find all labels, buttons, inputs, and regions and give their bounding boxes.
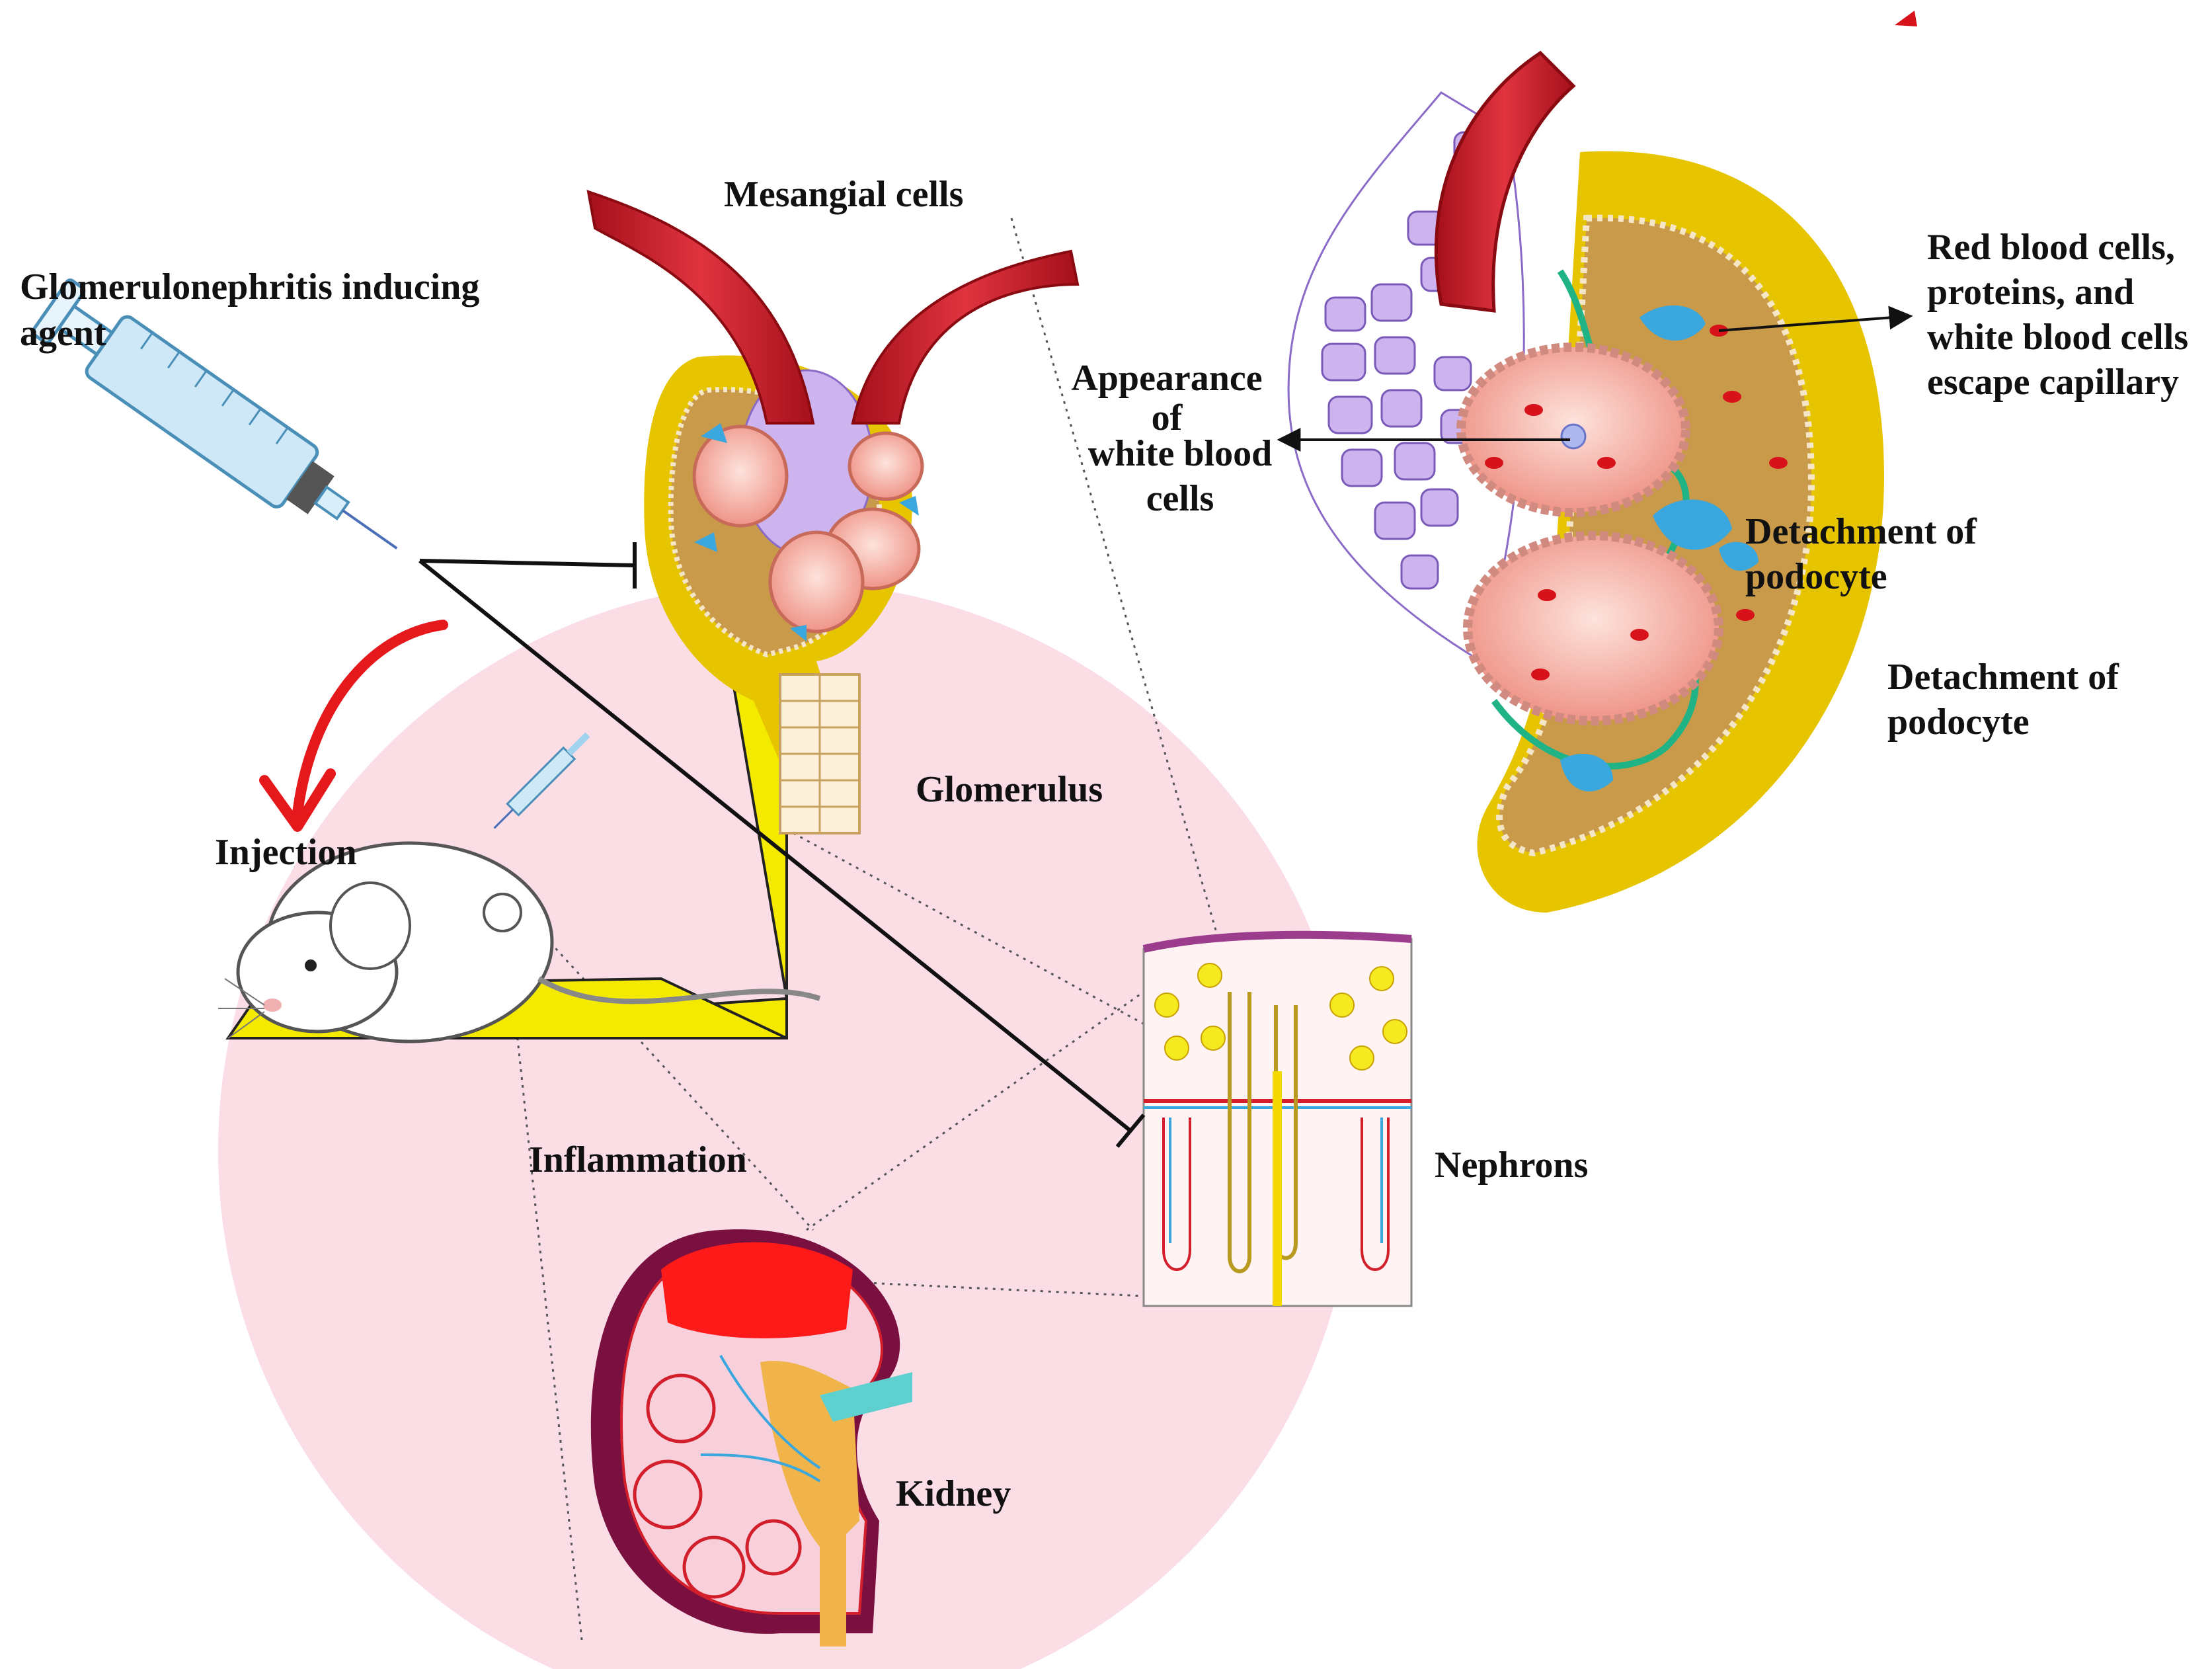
- kidney-icon: [590, 1229, 912, 1647]
- escape-label-line2: proteins, and: [1927, 272, 2135, 313]
- kidney-label: Kidney: [896, 1473, 1011, 1514]
- agent-label-line1: Glomerulonephritis inducing: [20, 266, 480, 307]
- glomerulus-zoom-icon: [1287, 50, 1884, 913]
- detachment-label-1-line1: Detachment of: [1745, 511, 1977, 552]
- inflammation-label: Inflammation: [529, 1139, 747, 1180]
- mesangial-label: Mesangial cells: [724, 174, 964, 215]
- detachment-label-2-line2: podocyte: [1887, 702, 2030, 743]
- appearance-label-line3: white blood: [1087, 433, 1273, 474]
- detachment-label-1-line2: podocyte: [1745, 556, 1887, 597]
- nephron-icon: [1142, 930, 1413, 1307]
- injection-arrow: [259, 620, 448, 832]
- mouse-icon: [218, 732, 821, 1043]
- escape-arrow: [1718, 305, 1913, 332]
- appearance-label-line4: cells: [1146, 478, 1214, 519]
- syringe-icon: [31, 278, 398, 550]
- detachment-label-2-line1: Detachment of: [1887, 657, 2119, 698]
- escape-label-line3: white blood cells: [1927, 317, 2189, 358]
- appearance-label-line2: of: [1151, 397, 1183, 438]
- corner-mark: [1895, 11, 1917, 26]
- glomerulus-icon: [586, 190, 1080, 834]
- escape-label-line4: escape capillary: [1927, 362, 2180, 403]
- nephrons-label: Nephrons: [1435, 1145, 1589, 1186]
- injection-label: Injection: [215, 832, 357, 873]
- inhibition-lines: [418, 542, 1146, 1148]
- agent-label-line2: agent: [20, 313, 106, 354]
- dotted-connectors: [508, 218, 1244, 1641]
- inflammation-circle: [218, 582, 1355, 1669]
- appearance-label-line1: Appearance: [1071, 358, 1263, 399]
- escape-label-line1: Red blood cells,: [1927, 227, 2175, 268]
- glomerulus-label: Glomerulus: [916, 769, 1103, 810]
